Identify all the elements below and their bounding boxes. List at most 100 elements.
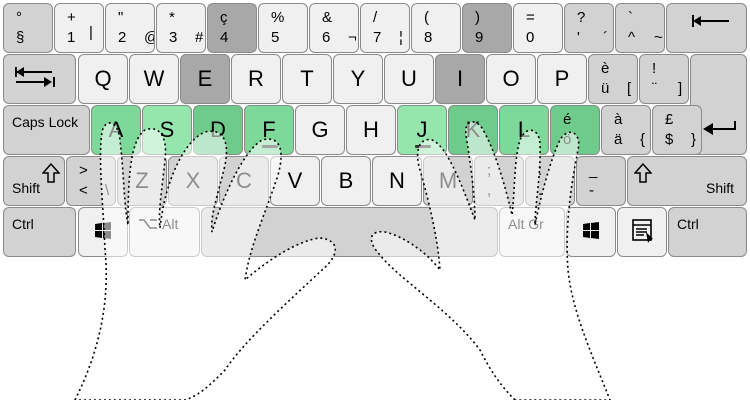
backspace-key[interactable] (666, 3, 747, 53)
windows-logo-icon (583, 222, 599, 239)
key-minus-shift-label: _ (589, 162, 598, 179)
key-k[interactable]: K (448, 105, 498, 155)
key-4-label: 4 (220, 29, 229, 46)
key-a-grave-label: ä (614, 131, 623, 148)
key-e-acute-shift-label: é (563, 111, 572, 128)
key-w[interactable]: W (129, 54, 179, 104)
left-ctrl-key[interactable]: Ctrl (3, 207, 76, 257)
key-7[interactable]: /7¦ (360, 3, 410, 53)
key-exclaim-label: ¨ (652, 80, 657, 97)
key-pound-altgr-label: } (691, 131, 697, 148)
menu-key[interactable] (617, 207, 667, 257)
key-pound[interactable]: £$} (652, 105, 702, 155)
key-a[interactable]: A (91, 105, 141, 155)
key-c[interactable]: C (219, 156, 269, 206)
key-m[interactable]: M (423, 156, 473, 206)
key-o-label: O (502, 66, 520, 91)
alt-gr-key[interactable]: Alt Gr (499, 207, 565, 257)
key-j[interactable]: J (397, 105, 447, 155)
key-0-label: 0 (526, 29, 535, 46)
key-x-label: X (185, 168, 201, 193)
key-h[interactable]: H (346, 105, 396, 155)
key-z[interactable]: Z (117, 156, 167, 206)
key-8-label: 8 (424, 29, 433, 46)
key-8[interactable]: (8 (411, 3, 461, 53)
key-2-label: 2 (118, 29, 127, 46)
key-y[interactable]: Y (333, 54, 383, 104)
key-i[interactable]: I (435, 54, 485, 104)
key-r[interactable]: R (231, 54, 281, 104)
key-e-acute-label: ö (563, 131, 572, 148)
key-i-label: I (456, 66, 464, 91)
key-z-label: Z (135, 168, 149, 193)
key-caret-shift-label: ` (628, 9, 633, 26)
key-d-label: D (210, 117, 226, 142)
key-p-label: P (554, 66, 570, 91)
key-7-label: 7 (373, 29, 382, 46)
key-o[interactable]: O (486, 54, 536, 104)
key-3-label: 3 (169, 29, 178, 46)
space-bar[interactable] (201, 207, 498, 257)
right-shift-key[interactable]: Shift (627, 156, 747, 206)
key-u[interactable]: U (384, 54, 434, 104)
key-v[interactable]: V (270, 156, 320, 206)
key-w-label: W (143, 66, 165, 91)
key-degree[interactable]: °§ (3, 3, 53, 53)
key-period-label: . (538, 182, 543, 199)
left-shift-key[interactable]: Shift (3, 156, 65, 206)
key-2[interactable]: " 2 @ (105, 3, 155, 53)
key-1[interactable]: +1| (54, 3, 104, 53)
key-exclaim[interactable]: !¨] (639, 54, 689, 104)
key-3-shift-label: * (169, 9, 175, 26)
left-ctrl-label: Ctrl (12, 216, 34, 232)
key-b-label: B (338, 168, 354, 193)
home-bump-j (415, 145, 431, 148)
key-comma-label: , (487, 182, 492, 199)
key-1-label: 1 (67, 29, 76, 46)
key-apostrophe[interactable]: ?'´ (564, 3, 614, 53)
key-e-grave-shift-label: è (601, 60, 610, 77)
key-g[interactable]: G (295, 105, 345, 155)
key-9[interactable]: )9 (462, 3, 512, 53)
key-period-shift-label: : (538, 162, 543, 179)
key-q[interactable]: Q (78, 54, 128, 104)
windows-logo-icon (95, 222, 111, 239)
key-5[interactable]: %5 (258, 3, 308, 53)
key-angle[interactable]: ><\ (66, 156, 116, 206)
key-x[interactable]: X (168, 156, 218, 206)
key-p[interactable]: P (537, 54, 587, 104)
left-shift-label: Shift (12, 180, 41, 196)
key-0[interactable]: =0 (513, 3, 563, 53)
left-alt-key[interactable]: Alt (129, 207, 200, 257)
key-s[interactable]: S (142, 105, 192, 155)
right-windows-key[interactable] (566, 207, 616, 257)
caps-lock-key[interactable]: Caps Lock (3, 105, 90, 155)
left-windows-key[interactable] (78, 207, 128, 257)
key-d[interactable]: D (193, 105, 243, 155)
backspace-arrow-icon (692, 15, 729, 27)
key-minus[interactable]: _- (576, 156, 626, 206)
key-h-label: H (363, 117, 379, 142)
key-f[interactable]: F (244, 105, 294, 155)
key-t[interactable]: T (282, 54, 332, 104)
right-ctrl-key[interactable]: Ctrl (668, 207, 747, 257)
tab-key[interactable] (3, 54, 76, 104)
key-l[interactable]: L (499, 105, 549, 155)
left-alt-label: Alt (162, 216, 179, 232)
key-2-shift-label: " (118, 9, 124, 26)
enter-arrow-icon (703, 121, 736, 135)
key-comma[interactable]: ;, (474, 156, 524, 206)
key-6[interactable]: &6¬ (309, 3, 359, 53)
key-l-label: L (517, 117, 531, 142)
key-caret[interactable]: `^~ (615, 3, 665, 53)
key-n[interactable]: N (372, 156, 422, 206)
key-b[interactable]: B (321, 156, 371, 206)
key-period[interactable]: :. (525, 156, 575, 206)
key-3[interactable]: *3# (156, 3, 206, 53)
key-2-altgr-label: @ (144, 30, 154, 45)
key-e[interactable]: E (180, 54, 230, 104)
